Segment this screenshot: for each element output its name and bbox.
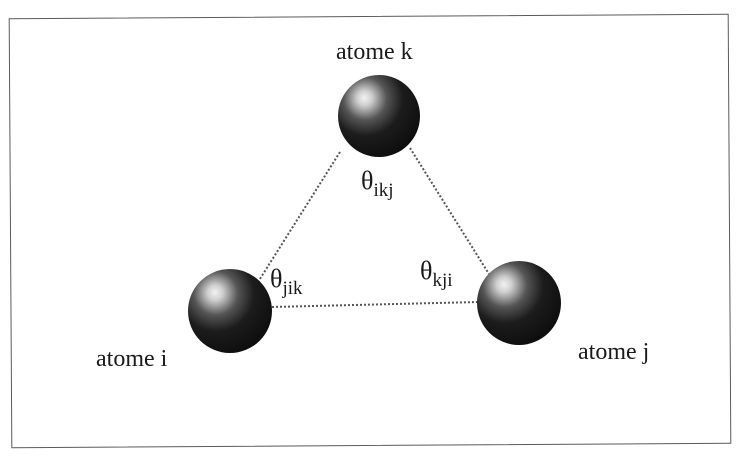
angle-ikj-label: θikj xyxy=(361,166,394,201)
bond-line-ik xyxy=(257,151,341,283)
atom-i-label: atome i xyxy=(96,346,168,372)
angle-kji-symbol: θ xyxy=(420,256,433,285)
angle-kji-label: θkji xyxy=(420,256,453,291)
atom-k-sphere xyxy=(338,75,420,157)
atom-j-sphere xyxy=(477,261,561,345)
bond-line-ij xyxy=(271,301,479,308)
angle-ikj-symbol: θ xyxy=(361,166,374,195)
angle-jik-subscript: jik xyxy=(282,278,303,299)
angle-ikj-subscript: ikj xyxy=(373,180,394,201)
angle-jik-label: θjik xyxy=(270,264,303,299)
angle-jik-symbol: θ xyxy=(270,264,283,293)
atom-j-label: atome j xyxy=(578,339,650,365)
atom-i-sphere xyxy=(188,269,272,353)
angle-kji-subscript: kji xyxy=(432,270,453,291)
atom-k-label: atome k xyxy=(336,39,413,65)
